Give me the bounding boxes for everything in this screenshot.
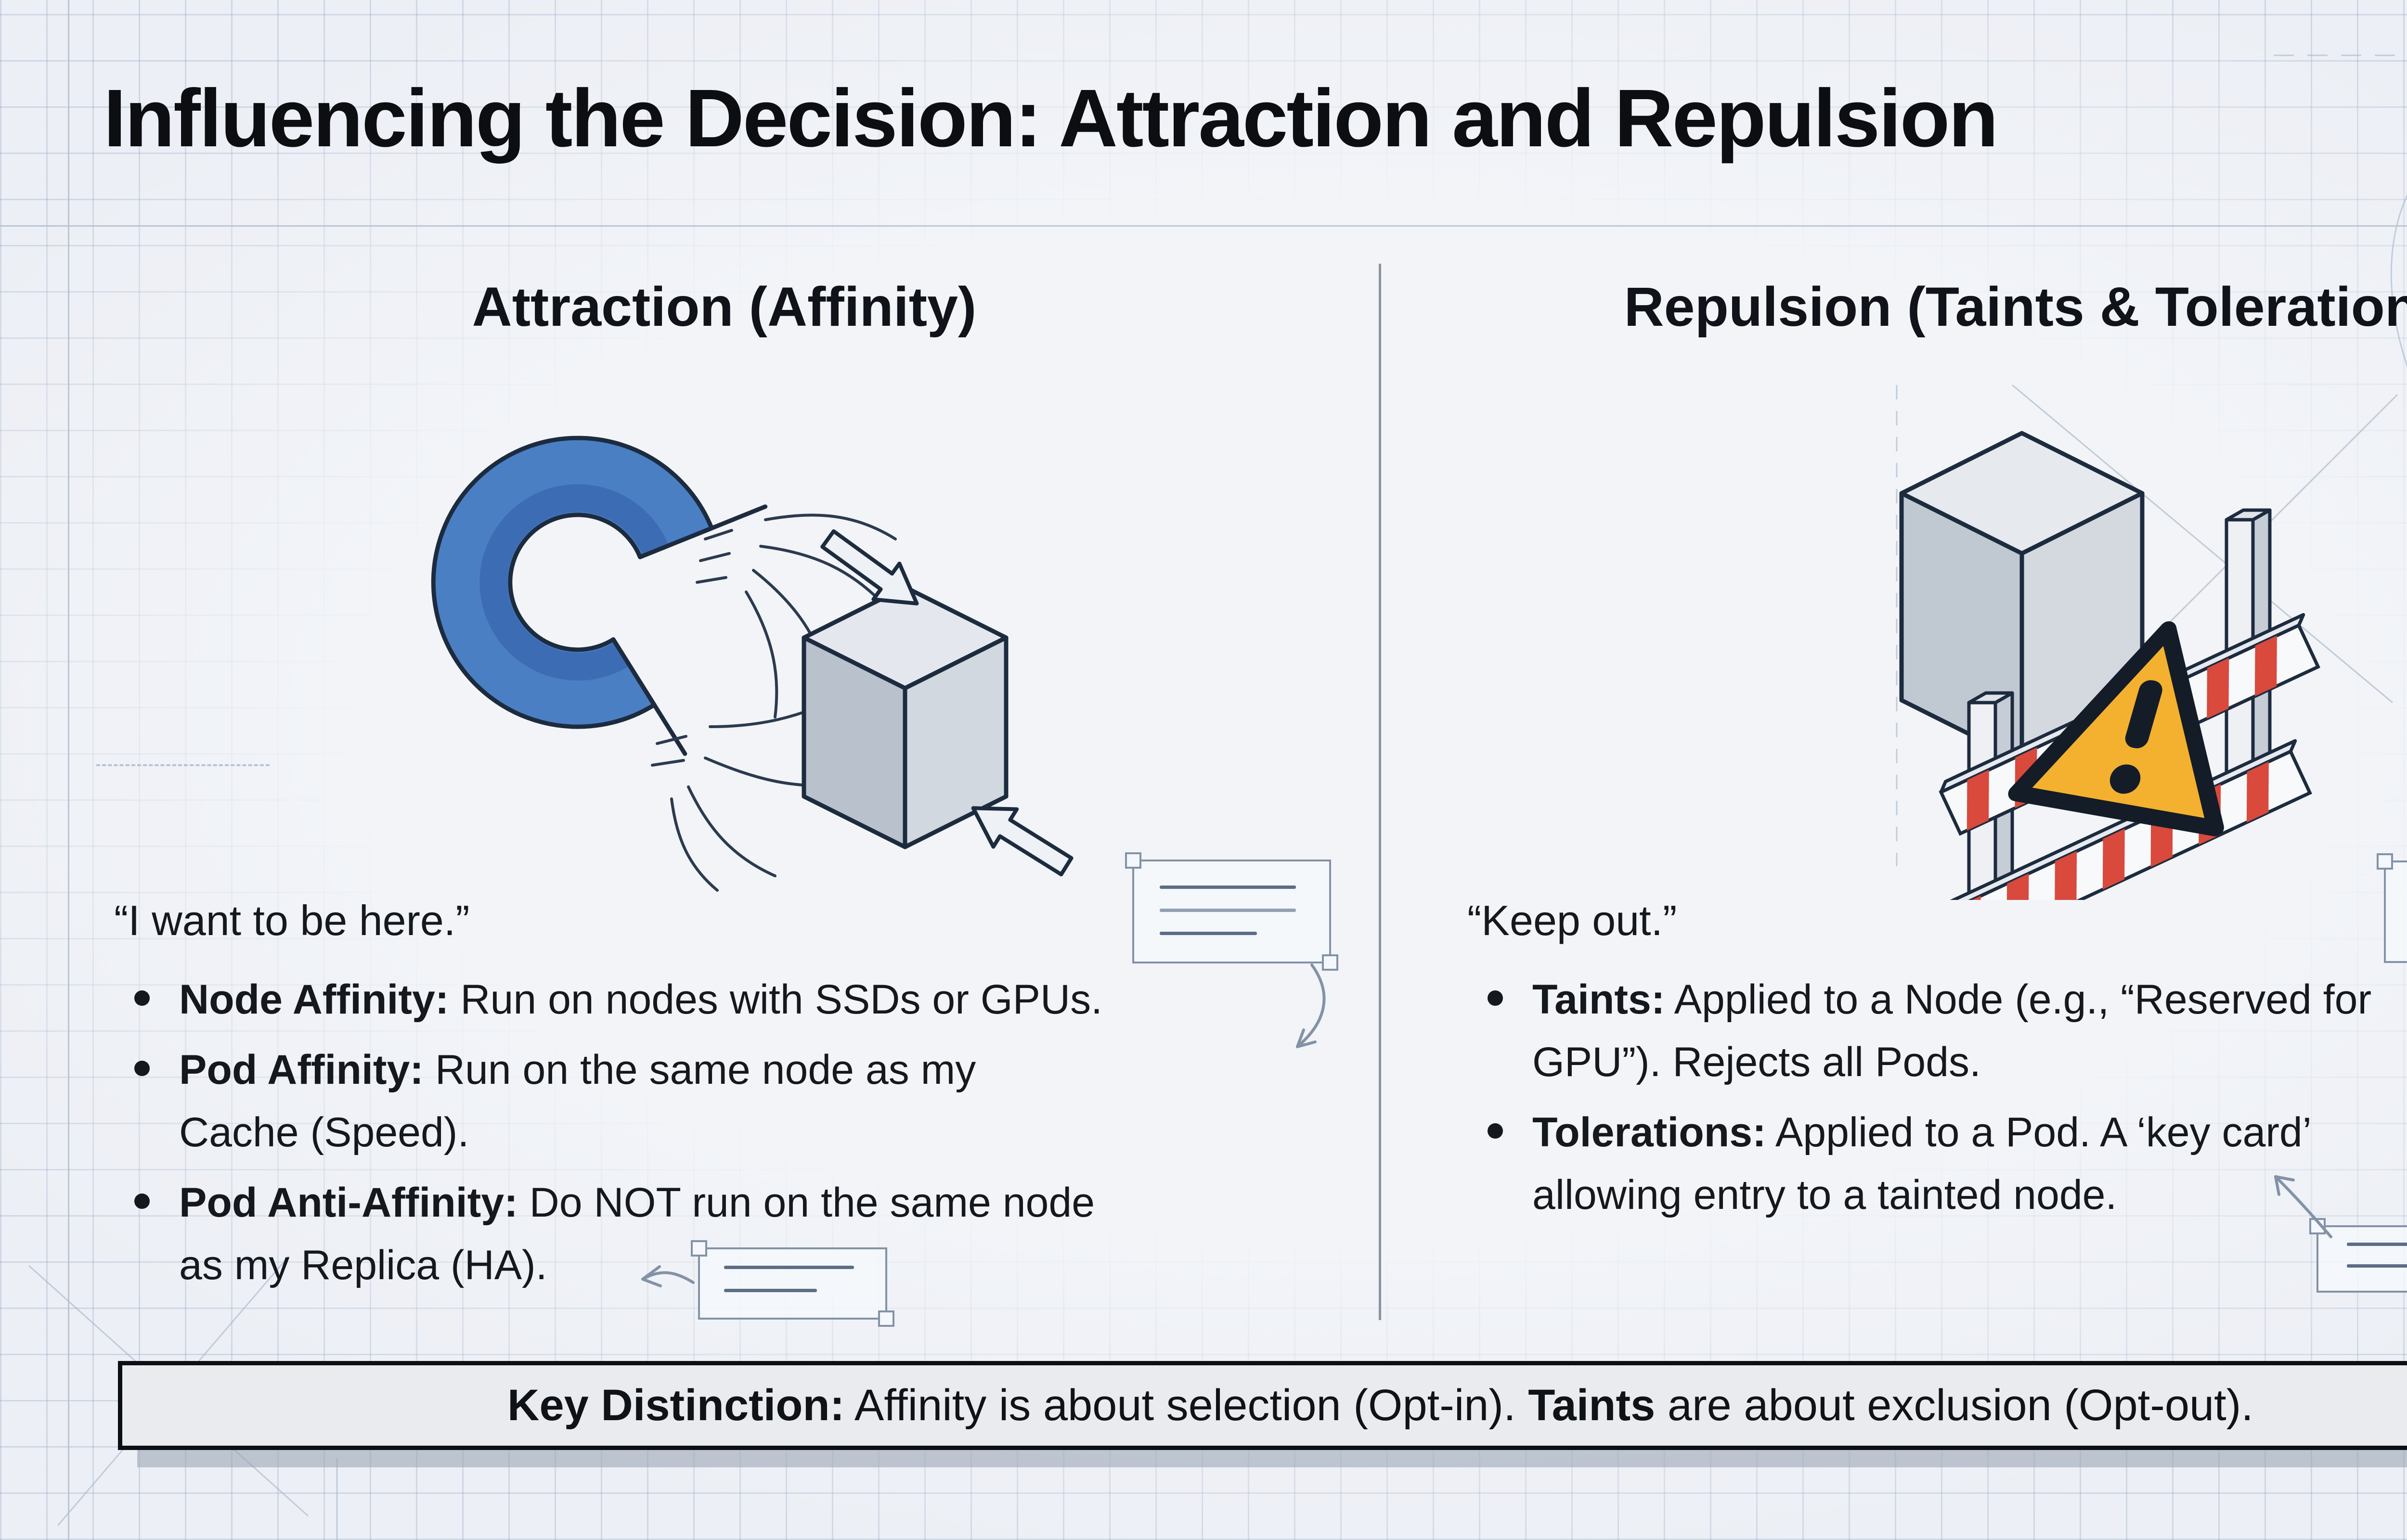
title-separator-line	[0, 225, 2407, 227]
blueprint-sketch-top-right	[2274, 54, 2407, 368]
right-quote: “Keep out.”	[1467, 897, 1677, 944]
warning-triangle-icon	[2008, 621, 2224, 836]
page-title: Influencing the Decision: Attraction and…	[104, 73, 1998, 164]
left-quote: “I want to be here.”	[114, 897, 470, 944]
note-line	[724, 1266, 854, 1270]
magnet-silver-pole	[638, 504, 768, 559]
right-column-heading: Repulsion (Taints & Tolerations)	[1624, 276, 2407, 338]
list-item: Taints: Applied to a Node (e.g., “Reserv…	[1467, 968, 2407, 1093]
curved-arrow-icon	[1296, 963, 1326, 1048]
selection-handle-icon	[1125, 852, 1141, 869]
list-item: Tolerations: Applied to a Pod. A ‘key ca…	[1467, 1101, 2407, 1226]
barrier-icon	[1896, 384, 2398, 900]
curved-arrow-icon	[2274, 1175, 2332, 1238]
selection-handle-icon	[1322, 954, 1338, 971]
margin-line-vertical	[68, 0, 69, 1540]
selection-handle-icon	[691, 1240, 707, 1257]
left-bullet-list: Node Affinity: Run on nodes with SSDs or…	[114, 968, 1332, 1296]
footer-bold-1: Key Distinction:	[507, 1381, 845, 1430]
selection-handle-icon	[2377, 853, 2393, 870]
note-line	[724, 1289, 817, 1293]
note-line	[2346, 1242, 2407, 1246]
exclamation-mark	[2125, 680, 2162, 748]
key-distinction-box: Key Distinction: Affinity is about selec…	[118, 1361, 2407, 1450]
right-column-text: “Keep out.” Taints: Applied to a Node (e…	[1467, 889, 2407, 1234]
list-item: Node Affinity: Run on nodes with SSDs or…	[114, 968, 1332, 1031]
list-item: Pod Anti-Affinity: Do NOT run on the sam…	[114, 1171, 1332, 1296]
note-icon	[2377, 853, 2407, 963]
note-icon	[691, 1240, 894, 1327]
note-line	[1159, 885, 1296, 889]
footer-text-1: Affinity is about selection (Opt-in).	[844, 1381, 1528, 1430]
attraction-arrow-top	[820, 529, 919, 606]
magnet-red-pole	[611, 637, 687, 756]
note-line	[1159, 931, 1257, 935]
dashed-guide-left	[96, 764, 270, 766]
left-column-text: “I want to be here.” Node Affinity: Run …	[114, 889, 1332, 1304]
selection-handle-icon	[878, 1310, 894, 1327]
attraction-arrow-bottom	[971, 806, 1074, 876]
pod-cube-icon	[802, 585, 1009, 849]
note-line	[1159, 908, 1296, 912]
note-icon	[1125, 852, 1338, 971]
right-bullet-list: Taints: Applied to a Node (e.g., “Reserv…	[1467, 968, 2407, 1226]
left-column-heading: Attraction (Affinity)	[472, 276, 977, 338]
footer-bold-2: Taints	[1528, 1381, 1656, 1430]
column-divider	[1379, 264, 1381, 1320]
footer-text-2: are about exclusion (Opt-out).	[1655, 1381, 2253, 1430]
magnet-icon	[431, 436, 1074, 892]
curved-arrow-icon	[641, 1265, 695, 1287]
list-item: Pod Affinity: Run on the same node as my…	[114, 1039, 1332, 1164]
note-line	[2346, 1264, 2407, 1268]
